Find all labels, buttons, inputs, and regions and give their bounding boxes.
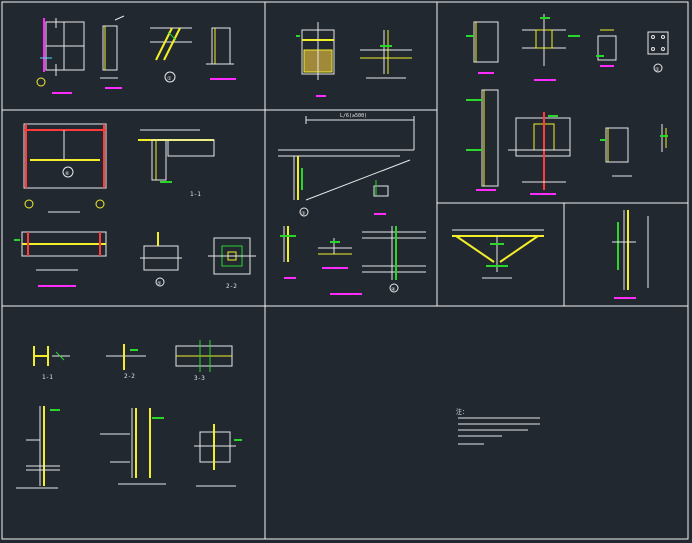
- detail-h5: [100, 408, 166, 485]
- notes-block: [458, 417, 540, 445]
- section-label: 3-3: [194, 375, 205, 382]
- detail-c1: [466, 21, 499, 74]
- detail-panel-a: [36, 15, 236, 94]
- detail-marker: ⑤: [157, 281, 162, 287]
- detail-b1: [296, 22, 335, 97]
- detail-c5: [466, 89, 499, 191]
- detail-e3: [318, 238, 352, 269]
- detail-d2: [138, 129, 215, 183]
- detail-c8: [660, 124, 668, 152]
- detail-panel-e: [278, 116, 426, 295]
- detail-marker: ④: [391, 287, 396, 293]
- detail-panel-g: [612, 210, 649, 299]
- section-label: 2-2: [226, 283, 237, 290]
- detail-a4: [206, 27, 236, 80]
- detail-c6: [508, 112, 571, 195]
- dimension-label: L/6(≥500): [340, 113, 367, 119]
- detail-e1: [278, 116, 415, 217]
- detail-panel-b: [296, 22, 412, 97]
- detail-h4: [16, 406, 60, 489]
- detail-panel-d: [14, 123, 256, 287]
- detail-c2: [522, 14, 580, 81]
- detail-h2: [106, 344, 146, 370]
- detail-a3: [150, 27, 192, 83]
- detail-c3: [596, 29, 617, 67]
- detail-e2: [280, 226, 296, 279]
- detail-panel-f: [452, 229, 544, 279]
- section-label: 1-1: [42, 374, 53, 381]
- detail-panel-c: [466, 14, 669, 195]
- detail-h3: [175, 340, 233, 372]
- detail-d4: [140, 232, 182, 287]
- detail-e4: [330, 226, 426, 295]
- detail-marker: ①: [167, 76, 172, 82]
- detail-panel-h: [16, 340, 242, 489]
- section-label: 2-2: [124, 373, 135, 380]
- notes-title: 注：: [456, 408, 468, 416]
- labels: 1-1 2-2 1-1 2-2 3-3 ① ② ③ ④ ⑤ ⑥ L/6(≥500…: [42, 67, 660, 416]
- detail-marker: ⑥: [65, 171, 70, 177]
- detail-a2: [100, 15, 125, 89]
- detail-h1: [33, 346, 70, 366]
- detail-a1: [36, 18, 85, 94]
- detail-b2: [360, 30, 412, 79]
- detail-marker: ②: [655, 67, 660, 73]
- detail-d3: [14, 231, 107, 287]
- detail-c7: [600, 127, 632, 177]
- detail-c4: [647, 31, 669, 73]
- detail-h6: [194, 424, 242, 487]
- detail-d5: [208, 237, 256, 275]
- detail-marker: ③: [301, 211, 306, 217]
- section-label: 1-1: [190, 191, 201, 198]
- detail-d1: [23, 123, 107, 213]
